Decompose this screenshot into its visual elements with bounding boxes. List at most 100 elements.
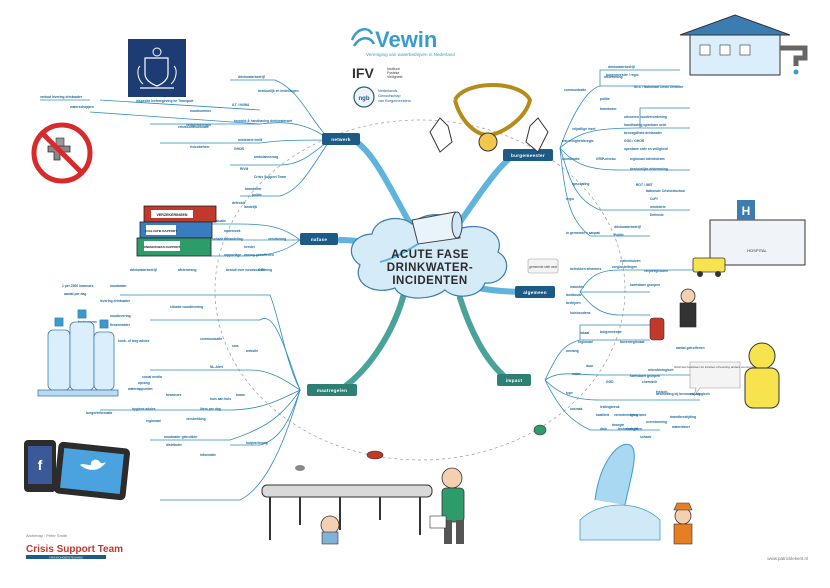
netwerk-label-7: ministerie IenW	[238, 138, 263, 142]
maatregelen-label-22: huis aan huis	[210, 397, 231, 401]
ifv-line-3: Veiligheid	[387, 75, 402, 79]
netwerk-label-0: drinkwaterbedrijf	[238, 75, 266, 79]
maatregelen-label-28: noodwater gebruiken	[164, 435, 197, 439]
netwerk-label-14: brandweer	[245, 187, 262, 191]
branch-maatregelen-label: maatregelen	[317, 388, 347, 393]
burgemeester-label-6: brandweer	[600, 107, 617, 111]
nafase-label-4: herstel	[244, 245, 255, 249]
worker-man-icon	[429, 467, 465, 544]
algemeen-label-0: betrokken afnemers	[570, 267, 601, 271]
twitter-bird-icon	[80, 459, 106, 470]
impact-label-9: microbiologisch	[648, 368, 673, 372]
hazmat-worker-icon	[744, 342, 780, 409]
burgemeester-label-15: bestuurlijke afstemming	[630, 167, 668, 171]
reports-stack-icon: VERZEKERINGEN EVALUATIE RAPPORT ONDERZOE…	[136, 205, 217, 257]
firefighter-icon	[649, 288, 697, 341]
impact-label-23: brandbestrijding	[670, 415, 696, 419]
burgemeester-label-0: drinkwaterbedrijf	[608, 65, 636, 69]
burgemeester-label-2: NCC / Nationaal Crisis Centrum	[634, 85, 683, 89]
netwerk-label-10: ambulancezorg	[254, 155, 278, 159]
burgemeester-label-27: Politie	[614, 233, 624, 237]
impact-label-14: type	[566, 391, 573, 395]
burgemeester-label-21: CoPI	[650, 197, 658, 201]
hospital-icon: H HOSPITAL	[709, 200, 806, 266]
maatregelen-label-30: hulpverlening	[246, 441, 268, 445]
bacteria-icon	[295, 424, 547, 471]
netwerk-label-12: crisiscommunicatie	[178, 125, 209, 129]
maatregelen-label-21: bewoners	[166, 393, 182, 397]
burgemeester-label-9: bevoegdheid drinkwater	[624, 131, 663, 135]
mayor-chain-icon	[453, 83, 533, 138]
maatregelen-label-5: noodwater	[110, 284, 127, 288]
center-title-line-3: INCIDENTEN	[392, 275, 467, 287]
center-cloud	[350, 214, 508, 299]
branch-maatregelen: maatregelen	[307, 384, 357, 396]
algemeen-label-2: ziekenhuizen	[620, 259, 641, 263]
maatregelen-label-31: informatie	[200, 453, 216, 457]
ggd-speech-text: GGD kan beslissen tot inzetten of leveri…	[674, 365, 756, 369]
burgemeester-label-17: GRIP-niveau	[596, 157, 616, 161]
nafase-label-5: nazorg getroffenen	[244, 253, 274, 257]
impact-label-25: kwaliteit	[596, 413, 610, 417]
maatregelen-label-3: GGD	[258, 268, 266, 272]
pipeline-illustration	[261, 484, 433, 545]
impact-label-0: lokaal	[580, 331, 589, 335]
burgemeester-label-25: in gemeente's aanpak	[566, 231, 600, 235]
impact-label-18: overstroming	[646, 420, 667, 424]
footer-org: Crisis Support Team	[26, 544, 123, 555]
footer-site: www.patricklekent.nl	[767, 556, 808, 561]
impact-label-4: aantal getroffenen	[676, 346, 705, 350]
netwerk-label-2: ILT / NVWA	[232, 103, 250, 107]
impact-label-1: burgemeester	[600, 330, 623, 334]
ngb-seal-icon	[353, 86, 375, 108]
gloves-icon	[429, 117, 549, 153]
impact-label-16: verontreiniging	[614, 413, 638, 417]
tablet-icon	[53, 441, 131, 501]
ggd-speech-bubble: GGD kan beslissen tot inzetten of leveri…	[674, 361, 756, 397]
maatregelen-label-4: 1 per 2500 inwoners	[62, 284, 94, 288]
burgemeester-label-26: drinkwaterbedrijf	[614, 225, 642, 229]
center-title-line-2: DRINKWATER-	[387, 262, 473, 274]
ngb-line-3: van Burgemeesters	[378, 99, 411, 103]
center-topic: ACUTE FASE DRINKWATER- INCIDENTEN	[350, 211, 508, 299]
netwerk-label-13: Crisis Support Team	[254, 175, 286, 179]
maatregelen-label-27: verstrekking	[186, 417, 206, 421]
burgemeester-label-22: ministerie	[650, 205, 666, 209]
burgemeester-label-11: vrijwillige inzet	[572, 127, 596, 131]
vewin-logo: Vewin Vereniging van waterbedrijven in N…	[350, 27, 455, 57]
branch-burgemeester-label: burgemeester	[511, 153, 545, 158]
netwerk-label-1: bestuurlijk en instellingen	[258, 89, 299, 93]
water-bottles-icon	[37, 309, 119, 397]
burgemeester-label-14: regionaal beleidsteam	[630, 157, 665, 161]
ifv-logo: IFV Instituut Fysieke Veiligheid	[352, 65, 402, 81]
impact-label-12: radiologisch	[690, 392, 710, 396]
burgemeester-label-5: politie	[600, 97, 610, 101]
branch-algemeen: algemeen	[515, 286, 555, 298]
maatregelen-label-19: watertappunten	[127, 387, 153, 391]
netwerk-label-5: noodnummer	[190, 109, 212, 113]
phone-icon: f	[24, 440, 56, 492]
hospital-h-sign: H	[742, 204, 751, 218]
sub-branch-lines	[40, 69, 700, 501]
algemeen-label-4: industrie	[570, 285, 584, 289]
report-3-label: ONDERZOEKS RAPPORT	[144, 245, 181, 249]
maatregelen-label-24: hygiene advies	[132, 407, 156, 411]
netwerk-label-19: waterschappen	[69, 105, 94, 109]
maatregelen-label-15: website	[245, 349, 258, 353]
netwerk-label-11: RIVM	[240, 167, 248, 171]
nafase-label-6: rapportage	[224, 253, 241, 257]
netwerk-label-3: verbod levering drinkwater	[40, 95, 83, 99]
algemeen-label-6: bedrijven	[566, 301, 581, 305]
impact-label-27: watertekort	[671, 425, 691, 429]
netwerk-label-18: landelijk	[244, 205, 257, 209]
tap-icon	[780, 45, 808, 66]
dashed-cycle	[214, 119, 626, 461]
water-building-icon	[679, 14, 808, 76]
algemeen-label-1: zorginstellingen	[612, 265, 637, 269]
impact-label-17: terrorisme	[630, 413, 646, 417]
center-title-line-1: ACUTE FASE	[391, 249, 469, 261]
netwerk-label-6: toezicht & handhaving drinkwaterwet	[234, 119, 293, 123]
burgemeester-label-12: openbare orde en veiligheid	[624, 147, 668, 151]
impact-label-13: water	[571, 372, 581, 376]
burgemeester-label-19: ROT / GBT	[636, 183, 653, 187]
